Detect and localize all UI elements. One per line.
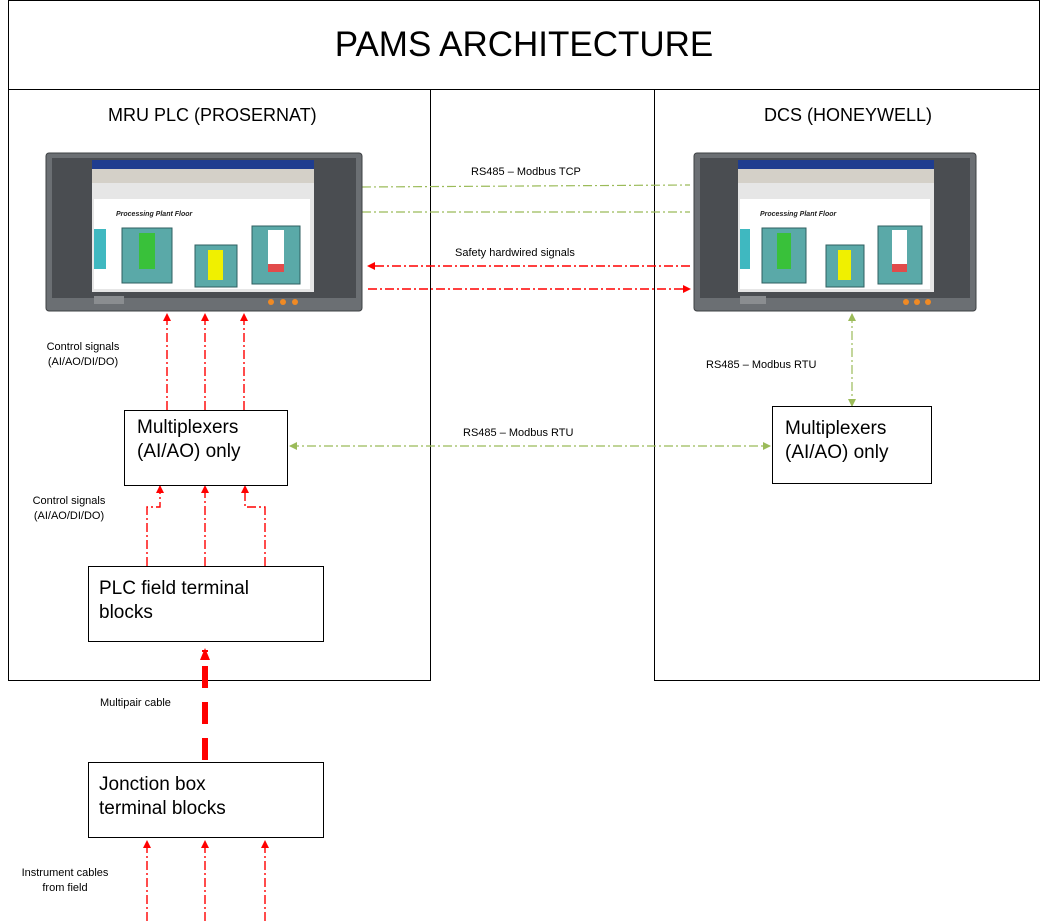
safety-hardwired-label: Safety hardwired signals	[455, 247, 575, 259]
control-signals-label-lower-l2: (AI/AO/DI/DO)	[33, 510, 105, 522]
dcs-multiplexers-box: Multiplexers (AI/AO) only	[772, 406, 932, 484]
plc-multiplexers-l1: Multiplexers	[137, 417, 239, 438]
plc-field-terminal-l1: PLC field terminal	[99, 578, 249, 599]
plc-multiplexers-l2: (AI/AO) only	[137, 441, 241, 462]
dcs-panel	[654, 89, 1040, 681]
plc-hmi-monitor: Processing Plant Floor	[45, 152, 363, 312]
svg-text:Processing Plant Floor: Processing Plant Floor	[116, 211, 194, 218]
instrument-cables-l2: from field	[42, 882, 88, 894]
control-signal-arrows-upper	[163, 313, 248, 410]
dcs-hmi-monitor: Processing Plant Floor	[693, 152, 977, 312]
modbus-tcp-lines	[361, 184, 691, 213]
control-signal-arrows-lower	[146, 485, 266, 566]
plc-field-terminal-blocks-box: PLC field terminal blocks	[88, 566, 324, 642]
dcs-multiplexers-l2: (AI/AO) only	[785, 442, 889, 463]
junction-box-l1: Jonction box	[99, 774, 206, 795]
plc-multiplexers-box: Multiplexers (AI/AO) only	[124, 410, 288, 486]
mru-plc-panel	[8, 89, 431, 681]
instrument-cable-arrows	[143, 840, 269, 921]
plc-field-terminal-l2: blocks	[99, 602, 153, 623]
mux-link-label: RS485 – Modbus RTU	[463, 427, 574, 439]
control-signals-label-upper: Control signals (AI/AO/DI/DO)	[28, 340, 138, 370]
instrument-cables-l1: Instrument cables	[21, 867, 109, 879]
diagram-title: PAMS ARCHITECTURE	[8, 0, 1040, 90]
control-signals-label-upper-l2: (AI/AO/DI/DO)	[47, 356, 119, 368]
diagram-title-text: PAMS ARCHITECTURE	[334, 25, 714, 64]
control-signals-label-lower: Control signals (AI/AO/DI/DO)	[14, 494, 124, 524]
dcs-multiplexers-l1: Multiplexers	[785, 418, 887, 439]
modbus-tcp-label: RS485 – Modbus TCP	[471, 166, 581, 178]
control-signals-label-lower-l1: Control signals	[32, 495, 106, 507]
multipair-cable-label: Multipair cable	[100, 697, 171, 709]
junction-box-l2: terminal blocks	[99, 798, 226, 819]
svg-text:Processing Plant Floor: Processing Plant Floor	[760, 211, 838, 218]
control-signals-label-upper-l1: Control signals	[46, 341, 120, 353]
safety-hardwired-lines	[367, 262, 691, 293]
instrument-cables-label: Instrument cables from field	[10, 866, 120, 896]
junction-box-terminal-blocks-box: Jonction box terminal blocks	[88, 762, 324, 838]
mru-plc-title: MRU PLC (PROSERNAT)	[108, 105, 317, 125]
dcs-title: DCS (HONEYWELL)	[764, 105, 933, 125]
dcs-rtu-label: RS485 – Modbus RTU	[706, 359, 817, 371]
